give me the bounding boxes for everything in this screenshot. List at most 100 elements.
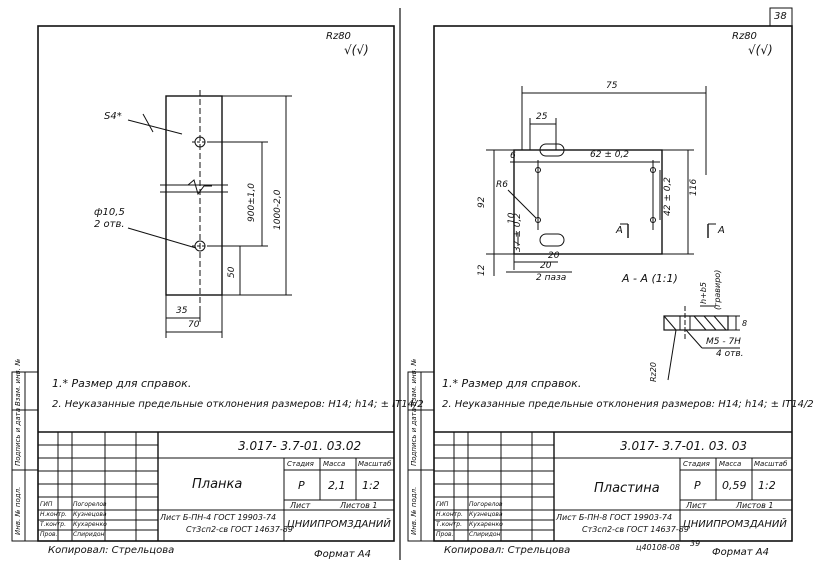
left-titleblock-lines — [38, 431, 394, 541]
rz-note: Rz20 — [649, 362, 658, 382]
section-title: А - А (1:1) — [622, 272, 678, 285]
right-note-2: 2. Неуказанные предельные отклонения раз… — [442, 399, 814, 410]
right-name-3: Кухаренко — [469, 521, 503, 528]
left-name-4: Спиридон — [73, 531, 105, 538]
right-role-2: Н.контр. — [436, 511, 463, 518]
left-role-2: Н.контр. — [40, 511, 67, 518]
dim-6: 6 — [510, 151, 516, 161]
left-role-1: ГИП — [40, 501, 53, 508]
right-role-1: ГИП — [436, 501, 449, 508]
left-role-4: Пров. — [40, 531, 58, 538]
dim-h-grind: h+b5 — [699, 282, 708, 304]
left-roughness: Rz80 — [326, 31, 351, 42]
left-scale: 1:2 — [362, 479, 380, 492]
dim-hole: ф10,5 — [94, 207, 125, 218]
dim-70: 70 — [188, 320, 200, 330]
left-role-3: Т.контр. — [40, 521, 67, 528]
right-name-2: Кузнецова — [469, 511, 503, 518]
left-part-name: Планка — [192, 477, 243, 492]
dim-hole-count: 2 отв. — [94, 219, 125, 230]
left-footer-copy: Копировал: Стрельцова — [48, 545, 175, 556]
left-side-label-2: Подпись и дата — [14, 408, 22, 466]
dim-20b: 20 — [540, 261, 552, 271]
left-org: ЦНИИПРОМЗДАНИЙ — [287, 519, 391, 530]
right-name-1: Погорелов — [469, 501, 503, 508]
right-stage: Р — [694, 479, 701, 492]
dim-20: 20 — [548, 251, 560, 261]
dim-s4: S4* — [104, 111, 122, 122]
left-side-label-3: Взам. инв. № — [14, 358, 22, 406]
dim-12: 12 — [477, 264, 487, 276]
plank-drawing — [127, 90, 292, 338]
section-a-a — [663, 305, 740, 381]
left-sheets: Листов 1 — [340, 501, 378, 510]
left-frame — [37, 25, 395, 542]
left-sheet: Лист — [290, 501, 311, 510]
dim-8: 8 — [742, 319, 748, 328]
right-sheet: Лист — [686, 501, 707, 510]
right-footer-mark: ц40108-08 — [636, 543, 680, 552]
page-number: 38 — [774, 11, 787, 22]
dim-thread-count: 4 отв. — [716, 349, 744, 359]
dim-900: 900±1,0 — [247, 182, 257, 222]
right-doc-number: 3.017- 3.7-01. 03. 03 — [620, 439, 747, 453]
right-side-label-3: Взам. инв. № — [410, 358, 418, 406]
right-side-label-1: Инв. № подл. — [410, 486, 418, 535]
right-frame — [433, 25, 793, 542]
plate-drawing — [486, 86, 716, 276]
right-footer-format: Формат А4 — [712, 547, 769, 558]
left-doc-number: 3.017- 3.7-01. 03.02 — [238, 439, 362, 453]
dim-paz: 2 паза — [536, 273, 567, 283]
right-role-4: Пров. — [436, 531, 454, 538]
right-role-3: Т.контр. — [436, 521, 463, 528]
left-note-2: 2. Неуказанные предельные отклонения раз… — [52, 399, 424, 410]
right-scale: 1:2 — [758, 479, 776, 492]
section-mark-a-right: А — [718, 225, 725, 236]
right-mass: 0,59 — [722, 479, 747, 492]
dim-42: 42 ± 0,2 — [663, 176, 673, 216]
right-mass-hdr: Масса — [719, 460, 742, 468]
left-side-label-1: Инв. № подл. — [14, 486, 22, 535]
right-scale-hdr: Масштаб — [754, 460, 788, 468]
dim-62: 62 ± 0,2 — [590, 150, 630, 160]
right-sheets: Листов 1 — [736, 501, 774, 510]
right-titleblock-lines — [434, 431, 792, 541]
right-stage-hdr: Стадия — [683, 460, 710, 468]
left-material-2: Ст3сп2-св ГОСТ 14637-89 — [186, 525, 293, 534]
right-roughness-check: √(√) — [748, 43, 773, 57]
left-mass: 2,1 — [328, 479, 346, 492]
left-stage-hdr: Стадия — [287, 460, 314, 468]
dim-37: 37 ± 0,2 — [513, 212, 523, 252]
dim-50: 50 — [227, 266, 237, 278]
dim-92: 92 — [477, 196, 487, 208]
dim-35: 35 — [176, 306, 188, 316]
right-part-name: Пластина — [594, 481, 660, 496]
left-material-1: Лист Б-ПН-4 ГОСТ 19903-74 — [160, 513, 277, 522]
left-roughness-check: √(√) — [344, 43, 369, 57]
right-material-2: Ст3сп2-св ГОСТ 14637-89 — [582, 525, 689, 534]
right-note-1: 1.* Размер для справок. — [442, 377, 582, 390]
dim-r6: R6 — [496, 180, 508, 190]
left-stage: Р — [298, 479, 305, 492]
right-footer-copy: Копировал: Стрельцова — [444, 545, 571, 556]
left-name-2: Кузнецова — [73, 511, 107, 518]
left-note-1: 1.* Размер для справок. — [52, 377, 192, 390]
right-roughness: Rz80 — [732, 31, 757, 42]
left-footer-format: Формат А4 — [314, 549, 371, 560]
dim-thread: М5 - 7Н — [706, 337, 741, 347]
left-name-1: Погорелов — [73, 501, 107, 508]
left-mass-hdr: Масса — [323, 460, 346, 468]
dim-75: 75 — [606, 81, 618, 91]
section-mark-a-left: А — [616, 225, 623, 236]
right-org: ЦНИИПРОМЗДАНИЙ — [683, 519, 787, 530]
dim-1000: 1000-2,0 — [273, 189, 283, 230]
right-footer-num: 39 — [690, 539, 701, 548]
dim-116: 116 — [689, 178, 699, 196]
dim-25: 25 — [536, 112, 548, 122]
right-material-1: Лист Б-ПН-8 ГОСТ 19903-74 — [556, 513, 673, 522]
left-name-3: Кухаренко — [73, 521, 107, 528]
dim-grind: (гравиро) — [713, 269, 722, 310]
right-name-4: Спиридон — [469, 531, 501, 538]
left-scale-hdr: Масштаб — [358, 460, 392, 468]
